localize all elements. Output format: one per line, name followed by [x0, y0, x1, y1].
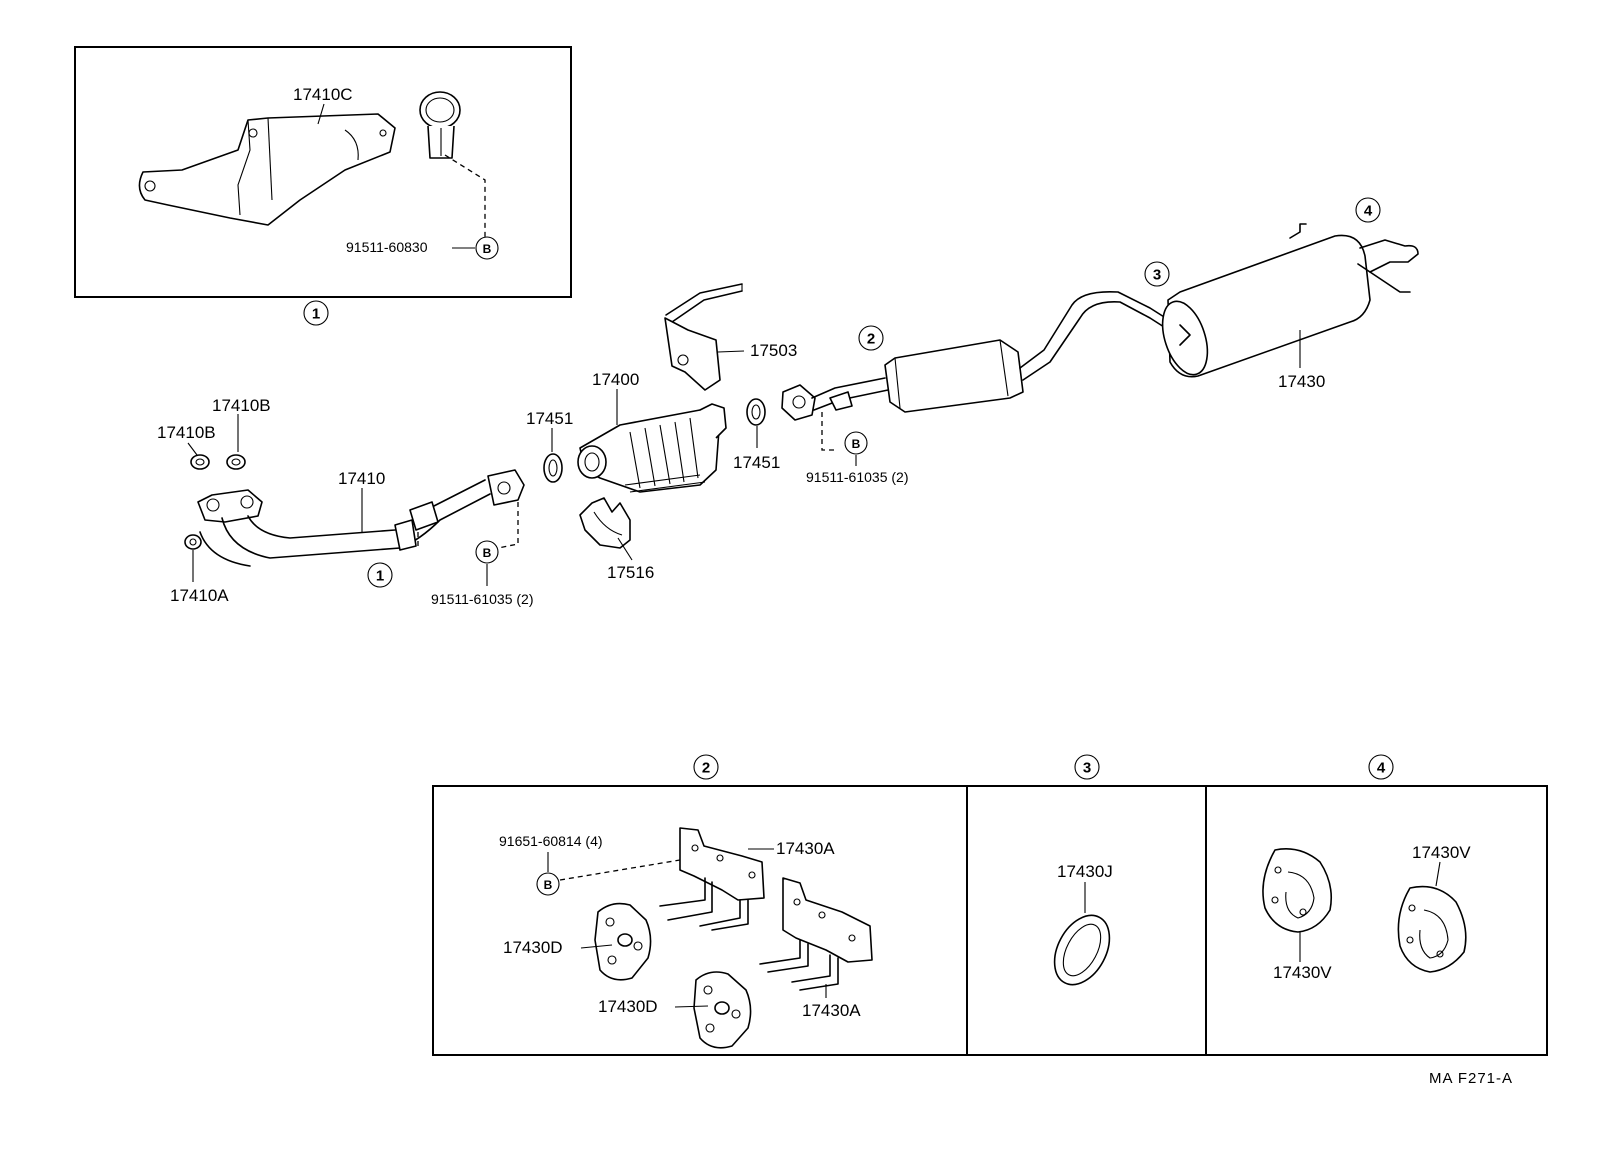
label-17451-rear: 17451: [733, 453, 780, 472]
svg-text:4: 4: [1364, 203, 1373, 220]
svg-text:4: 4: [1377, 760, 1386, 777]
callout-2-pipe: 2: [858, 325, 884, 351]
svg-text:B: B: [544, 878, 553, 892]
callout-3-pipe: 3: [1144, 261, 1170, 287]
label-17503: 17503: [750, 341, 797, 360]
gasket-17410B-b-illustration: [226, 454, 246, 470]
callout-1-pipe: 1: [367, 562, 393, 588]
gasket-17430J-illustration: [1053, 914, 1111, 986]
bolt-mark-b-box1: B: [475, 236, 499, 260]
gasket-17451-rear-illustration: [746, 398, 766, 426]
label-17430J: 17430J: [1057, 862, 1113, 881]
bolt-mark-b-rear: B: [844, 431, 868, 455]
svg-text:B: B: [852, 437, 861, 451]
callout-4-panel: 4: [1368, 754, 1394, 780]
label-17451-front: 17451: [526, 409, 573, 428]
svg-text:2: 2: [867, 331, 875, 348]
svg-text:3: 3: [1153, 267, 1161, 284]
heat-insulator-bracket-illustration: [138, 113, 396, 226]
svg-text:3: 3: [1083, 760, 1091, 777]
label-17410B-left: 17410B: [157, 423, 216, 442]
label-91651-60814: 91651-60814 (4): [499, 833, 603, 849]
front-exhaust-pipe-illustration: [197, 469, 525, 567]
muffler-hanger-17430V-right-illustration: [1397, 885, 1467, 973]
gasket-17410B-a-illustration: [190, 454, 210, 470]
label-17430: 17430: [1278, 372, 1325, 391]
label-17430A-bottom: 17430A: [802, 1001, 861, 1020]
detail-box-1: [74, 46, 572, 298]
label-91511-60830: 91511-60830: [346, 239, 428, 255]
label-17410B-top: 17410B: [212, 396, 271, 415]
catalytic-converter-illustration: [577, 403, 727, 493]
gasket-17451-front-illustration: [543, 453, 563, 483]
label-17430V-bottom: 17430V: [1273, 963, 1332, 982]
label-91511-61035-rear: 91511-61035 (2): [806, 469, 908, 485]
callout-2-panel: 2: [693, 754, 719, 780]
bolt-mark-b-panel2: B: [536, 872, 560, 896]
label-17400: 17400: [592, 370, 639, 389]
bolt-mark-b-front: B: [475, 540, 499, 564]
reference-code: MA F271-A: [1429, 1070, 1513, 1087]
callout-3-panel: 3: [1074, 754, 1100, 780]
nut-17410A-illustration: [184, 534, 202, 550]
svg-text:1: 1: [312, 306, 320, 323]
label-17410C: 17410C: [293, 85, 353, 104]
svg-text:B: B: [483, 546, 492, 560]
muffler-hanger-17430D-upper-illustration: [594, 902, 652, 981]
center-exhaust-pipe-illustration: [781, 377, 889, 421]
muffler-hanger-17430V-left-illustration: [1262, 848, 1333, 933]
detail-panel-frame: [432, 785, 1548, 1056]
label-17430D-bottom: 17430D: [598, 997, 658, 1016]
label-17516: 17516: [607, 563, 654, 582]
sub-muffler-illustration: [884, 339, 1024, 413]
converter-heat-shield-17516-illustration: [579, 497, 631, 549]
main-muffler-and-tailpipe-illustration: [1019, 223, 1419, 381]
label-17410A: 17410A: [170, 586, 229, 605]
exhaust-clamp-illustration: [419, 91, 461, 159]
svg-text:2: 2: [702, 760, 710, 777]
label-17430D-left: 17430D: [503, 938, 563, 957]
label-17430A-top: 17430A: [776, 839, 835, 858]
muffler-hanger-17430D-lower-illustration: [693, 971, 752, 1049]
label-91511-61035-front: 91511-61035 (2): [431, 591, 533, 607]
label-17410: 17410: [338, 469, 385, 488]
muffler-bracket-17430A-lower-illustration: [759, 877, 873, 991]
callout-4-pipe: 4: [1355, 197, 1381, 223]
muffler-bracket-17430A-upper-illustration: [659, 827, 765, 931]
label-17430V-top: 17430V: [1412, 843, 1471, 862]
callout-1-box: 1: [303, 300, 329, 326]
svg-text:B: B: [483, 242, 492, 256]
bracket-17503-illustration: [664, 283, 743, 391]
svg-text:1: 1: [376, 568, 384, 585]
